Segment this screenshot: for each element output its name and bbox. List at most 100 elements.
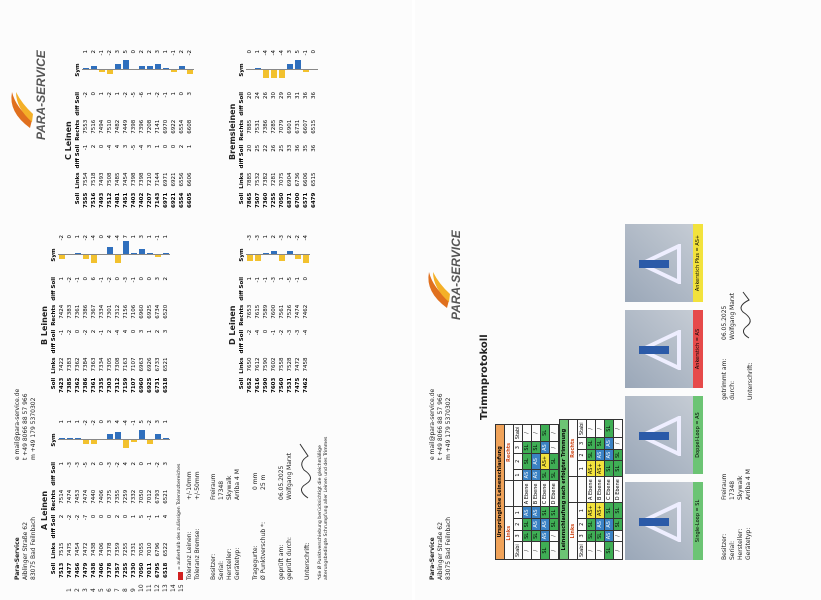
sym-cell: 5 (294, 50, 302, 90)
loop-cell: SL (549, 469, 559, 481)
value-cell: 1 (131, 514, 137, 519)
carabiner-icon (639, 502, 681, 542)
value-cell: 7334 (99, 304, 105, 319)
loop-cell: AS (604, 530, 614, 542)
column-header: Sym (51, 433, 57, 447)
value-cell: 7355 (115, 489, 121, 504)
sym-value: -4 (91, 234, 97, 241)
value-cell: -1 (255, 276, 261, 283)
sym-bar (247, 254, 253, 261)
company-name: Para-Service (14, 537, 21, 580)
value-cell: 7885 (247, 172, 253, 187)
soll-cell: 6795 (155, 562, 161, 578)
value-cell: 2 (107, 329, 113, 334)
loop-cell: SL (613, 518, 623, 531)
photo-caption: Ankerstich = AS (693, 310, 703, 388)
level-label: A Ebene (522, 480, 532, 507)
value-cell: 7458 (303, 357, 309, 372)
value-cell: 0 (303, 276, 309, 281)
value-cell: 7301 (107, 304, 113, 319)
loop-cell: AS (531, 518, 541, 531)
loop-cell: AS (595, 449, 605, 461)
sym-value: 0 (311, 49, 317, 54)
serial-value: 17348 (218, 480, 225, 500)
soll-cell: 7423 (59, 377, 65, 393)
sym-value: 1 (59, 419, 65, 424)
value-cell: 7331 (131, 542, 137, 557)
value-cell: -1 (295, 276, 301, 283)
sym-value: 1 (75, 234, 81, 239)
sym-cell: 1 (162, 420, 170, 460)
value-cell: 7255 (123, 542, 129, 557)
loop-cell: SL (586, 518, 596, 531)
value-cell: 7375 (107, 489, 113, 504)
column-header: 3 (577, 530, 587, 542)
level-spacer (504, 480, 514, 507)
value-cell: 3 (147, 144, 153, 149)
sym-bar (255, 254, 261, 261)
column-header: Links (75, 172, 81, 189)
signature-scribble (299, 443, 311, 499)
loop-cell: / (549, 530, 559, 542)
value-cell: 7612 (255, 357, 261, 372)
value-cell: 7516 (91, 119, 97, 134)
value-cell: 7449 (123, 119, 129, 134)
value-cell: 6734 (155, 304, 161, 319)
soll-cell: 7385 (67, 377, 73, 393)
value-cell: 6521 (163, 489, 169, 504)
value-cell: 7475 (67, 542, 73, 557)
value-cell: -3 (295, 329, 301, 336)
sym-value: 1 (163, 234, 169, 239)
loop-cell: AS (540, 518, 550, 531)
sym-value: 2 (139, 49, 145, 54)
value-cell: 7305 (107, 357, 113, 372)
maker-label: Hersteller: (226, 548, 233, 580)
value-cell: 7510 (107, 119, 113, 134)
sym-bar (171, 69, 177, 72)
soll-cell: 6605 (187, 192, 193, 208)
value-cell: 7472 (295, 357, 301, 372)
sym-value: -1 (171, 49, 177, 56)
sym-value: -1 (131, 419, 137, 426)
soll-cell: 6479 (311, 192, 317, 208)
value-cell: 3 (163, 329, 169, 334)
value-cell: 7885 (247, 119, 253, 134)
level-label: D Ebene (549, 480, 559, 507)
value-cell: 7075 (279, 172, 285, 187)
sym-value: 0 (131, 49, 137, 54)
value-cell: -2 (67, 514, 73, 521)
level-label: B Ebene (595, 476, 605, 503)
row-number: 6 (106, 588, 113, 592)
sym-bar (91, 439, 97, 444)
value-cell: -4 (255, 329, 261, 336)
right-type-value: Arriba 4 M (745, 469, 752, 500)
column-header: 1 (577, 460, 587, 477)
sym-value: -2 (83, 419, 89, 426)
sym-value: 0 (99, 419, 105, 424)
sym-value: -1 (155, 234, 161, 241)
column-header: Stabi (513, 541, 523, 560)
column-header: Stabi (513, 424, 523, 442)
column-header: Soll (239, 377, 245, 390)
sym-cell: 4 (114, 420, 122, 460)
photo-caption: Single-Loop = SL (693, 482, 703, 560)
value-cell: 36 (303, 91, 309, 99)
sym-value: 0 (67, 234, 73, 239)
value-cell: 6793 (155, 489, 161, 504)
sym-bar (99, 69, 105, 72)
sym-cell: 2 (178, 50, 186, 90)
value-cell: 7454 (123, 172, 129, 187)
sym-cell: 1 (58, 420, 66, 460)
column-header: 1 (513, 506, 523, 519)
value-cell: 1 (187, 144, 193, 149)
sym-cell: -4 (122, 420, 130, 460)
loop-cell: AS (522, 506, 532, 519)
